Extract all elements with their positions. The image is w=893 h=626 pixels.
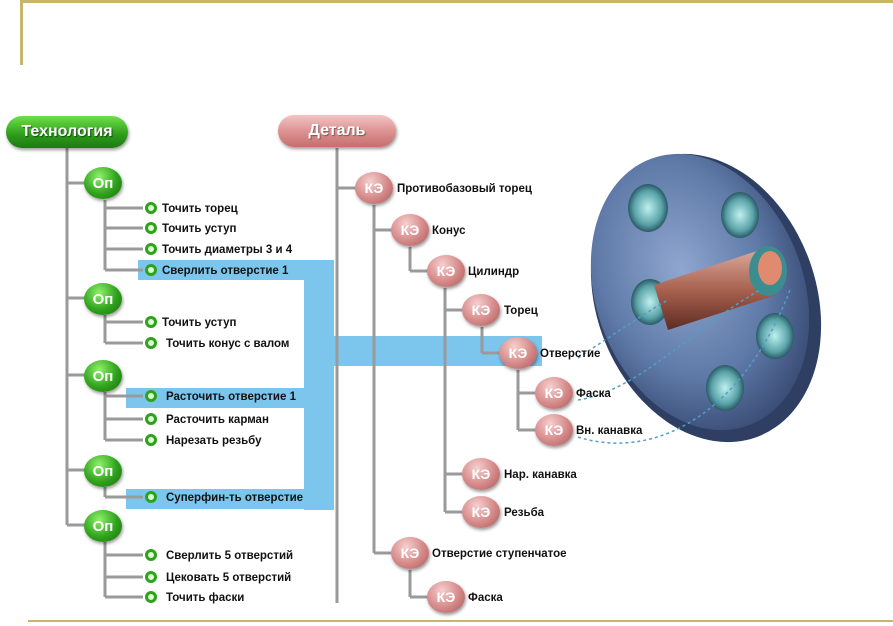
step-marker-icon [145,243,157,255]
element-label: Фаска [468,592,503,604]
element-label: Конус [432,225,466,237]
link-vertical-connector [304,260,334,510]
element-node[interactable]: КЭ [355,172,393,204]
step-label: Сверлить отверстие 1 [162,265,289,277]
operation-node-2[interactable]: Оп [84,283,122,315]
step-label: Точить торец [162,203,238,215]
step-label: Сверлить 5 отверстий [166,550,294,562]
element-node[interactable]: КЭ [535,414,573,446]
step-marker-icon [145,491,157,503]
step-label: Расточить карман [166,414,269,426]
element-label: Отверстие [540,348,601,360]
element-label: Противобазовый торец [397,183,532,195]
element-label: Торец [504,305,538,317]
step-label: Точить конус с валом [166,338,290,350]
part-link-lines [577,289,791,444]
bolt-hole-4 [756,313,794,359]
element-node[interactable]: КЭ [391,537,429,569]
step-marker-icon [145,434,157,446]
part-illustration [590,153,822,443]
step-label: Точить диаметры 3 и 4 [162,244,293,256]
frame-left-border [20,0,23,65]
element-label: Вн. канавка [576,425,643,437]
step-marker-icon [145,316,157,328]
element-node[interactable]: КЭ [535,377,573,409]
step-marker-icon [145,571,157,583]
step-marker-icon [145,549,157,561]
step-label: Нарезать резьбу [166,435,262,447]
thread-inner [758,251,782,285]
element-label: Нар. канавка [504,469,577,481]
step-marker-icon [145,337,157,349]
element-node[interactable]: КЭ [391,214,429,246]
step-label: Точить фаски [166,592,245,604]
step-marker-icon [145,413,157,425]
detail-root-node[interactable]: Деталь [278,115,396,147]
step-label: Точить уступ [162,223,237,235]
element-label: Резьба [504,507,545,519]
element-node[interactable]: КЭ [462,294,500,326]
step-marker-icon [145,264,157,276]
step-marker-icon [145,591,157,603]
element-label: Цилиндр [468,266,520,278]
technology-root-node[interactable]: Технология [6,116,128,148]
frame-bottom-border [28,620,893,622]
step-label: Суперфин-ть отверстие [166,492,304,504]
element-node[interactable]: КЭ [499,337,537,369]
element-node[interactable]: КЭ [462,496,500,528]
operation-node-5[interactable]: Оп [84,510,122,542]
step-label: Цековать 5 отверстий [166,572,292,584]
detail-tree-lines [335,148,537,603]
frame-top-border [20,0,893,3]
element-label: Фаска [576,388,611,400]
operation-node-1[interactable]: Оп [84,167,122,199]
step-label: Точить уступ [162,317,237,329]
element-label: Отверстие ступенчатое [432,548,567,560]
operation-node-4[interactable]: Оп [84,455,122,487]
element-node[interactable]: КЭ [427,581,465,613]
step-marker-icon [145,222,157,234]
shaft [654,250,776,330]
technology-tree-lines [65,148,143,599]
element-node[interactable]: КЭ [427,255,465,287]
bolt-hole-2 [721,192,759,238]
step-marker-icon [145,390,157,402]
link-bar-superfinish [126,489,334,509]
step-label: Расточить отверстие 1 [166,391,296,403]
link-bar-bore-hole [126,388,334,408]
step-marker-icon [145,202,157,214]
bolt-hole-5 [706,365,744,411]
link-bar-drill-hole [138,260,334,280]
operation-node-3[interactable]: Оп [84,360,122,392]
element-node[interactable]: КЭ [462,458,500,490]
bolt-hole-1 [628,184,668,232]
